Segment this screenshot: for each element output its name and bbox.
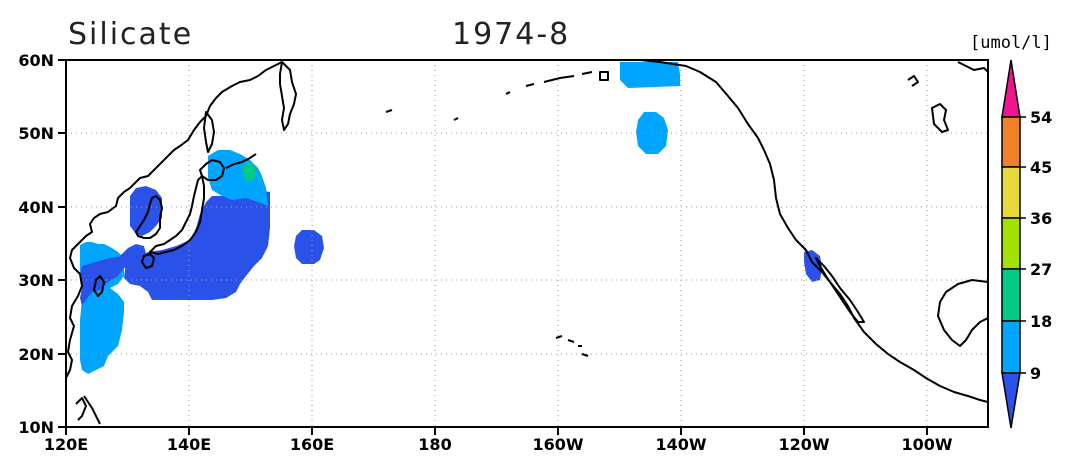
lon-label-140w: 140W: [655, 435, 706, 454]
map-grid: [66, 60, 988, 427]
lon-label-120w: 120W: [778, 435, 829, 454]
map-date: 1974-8: [452, 17, 570, 52]
colorbar-swatch-bottom: [1001, 372, 1021, 429]
coast-taiwan: [93, 275, 105, 297]
colorbar-label-45: 45: [1030, 158, 1052, 177]
fill-alaska-north: [620, 62, 680, 88]
fill-mid-pacific: [294, 230, 324, 264]
lon-label-160e: 160E: [290, 435, 334, 454]
lon-label-120e: 120E: [44, 435, 88, 454]
fill-baja: [804, 250, 822, 282]
lon-label-180: 180: [418, 435, 451, 454]
lon-label-100w: 100W: [901, 435, 952, 454]
lat-label-40n: 40N: [18, 198, 54, 217]
fill-kuril-green: [242, 162, 256, 182]
colorbar-swatch-45-54: [1001, 116, 1021, 168]
colorbar-label-27: 27: [1030, 260, 1052, 279]
colorbar-swatch-27-36: [1001, 217, 1021, 270]
lon-label-140e: 140E: [167, 435, 211, 454]
coast-aleutians: [385, 71, 593, 121]
colorbar-swatch-top: [1001, 59, 1021, 118]
coast-japan: [149, 175, 205, 255]
coast-sakhalin: [203, 111, 215, 153]
colorbar-label-18: 18: [1030, 312, 1052, 331]
coast-asia-mainland: [66, 61, 283, 379]
colorbar-label-36: 36: [1030, 209, 1052, 228]
fill-yellow-sea: [130, 186, 162, 236]
plot-border: [65, 59, 989, 428]
fill-japan-east: [124, 190, 270, 300]
lat-label-30n: 30N: [18, 271, 54, 290]
coastlines: [66, 60, 988, 425]
coast-hokkaido: [199, 159, 225, 181]
colorbar-label-54: 54: [1030, 108, 1052, 127]
coast-korea: [135, 195, 163, 239]
coast-luzon: [75, 397, 87, 421]
colorbar-swatch-36-45: [1001, 166, 1021, 219]
colorbar-swatch-18-27: [1001, 268, 1021, 322]
colorbar-swatch-9-18: [1001, 320, 1021, 374]
coast-kyushu: [141, 253, 155, 269]
lat-label-10n: 10N: [18, 418, 54, 437]
coast-aleutian-box: [599, 71, 609, 81]
lat-labels: 60N 50N 40N 30N 20N 10N: [18, 51, 54, 437]
axis-ticks: [58, 59, 928, 435]
coast-baja: [815, 257, 865, 323]
lat-label-50n: 50N: [18, 124, 54, 143]
coast-arctic-islands: [907, 61, 988, 133]
colorbar: [umol/l] 54 45 36 27 18 9: [970, 33, 1052, 429]
lon-labels: 120E 140E 160E 180 160W 140W 120W 100W: [44, 435, 953, 454]
colorbar-label-9: 9: [1030, 364, 1041, 383]
lon-label-160w: 160W: [532, 435, 583, 454]
colorbar-unit: [umol/l]: [970, 33, 1052, 53]
coast-north-america: [639, 60, 988, 403]
coast-hawaii: [555, 335, 589, 357]
lat-label-60n: 60N: [18, 51, 54, 70]
coast-philippines: [83, 395, 101, 425]
silicate-fill-layer: [80, 62, 822, 374]
map-title: Silicate: [68, 17, 193, 52]
coast-kuril: [225, 153, 257, 169]
coast-gulf-mexico: [937, 279, 988, 347]
fill-taiwan-strait-blue: [80, 256, 124, 306]
coast-kamchatka: [279, 61, 297, 131]
lat-label-20n: 20N: [18, 345, 54, 364]
